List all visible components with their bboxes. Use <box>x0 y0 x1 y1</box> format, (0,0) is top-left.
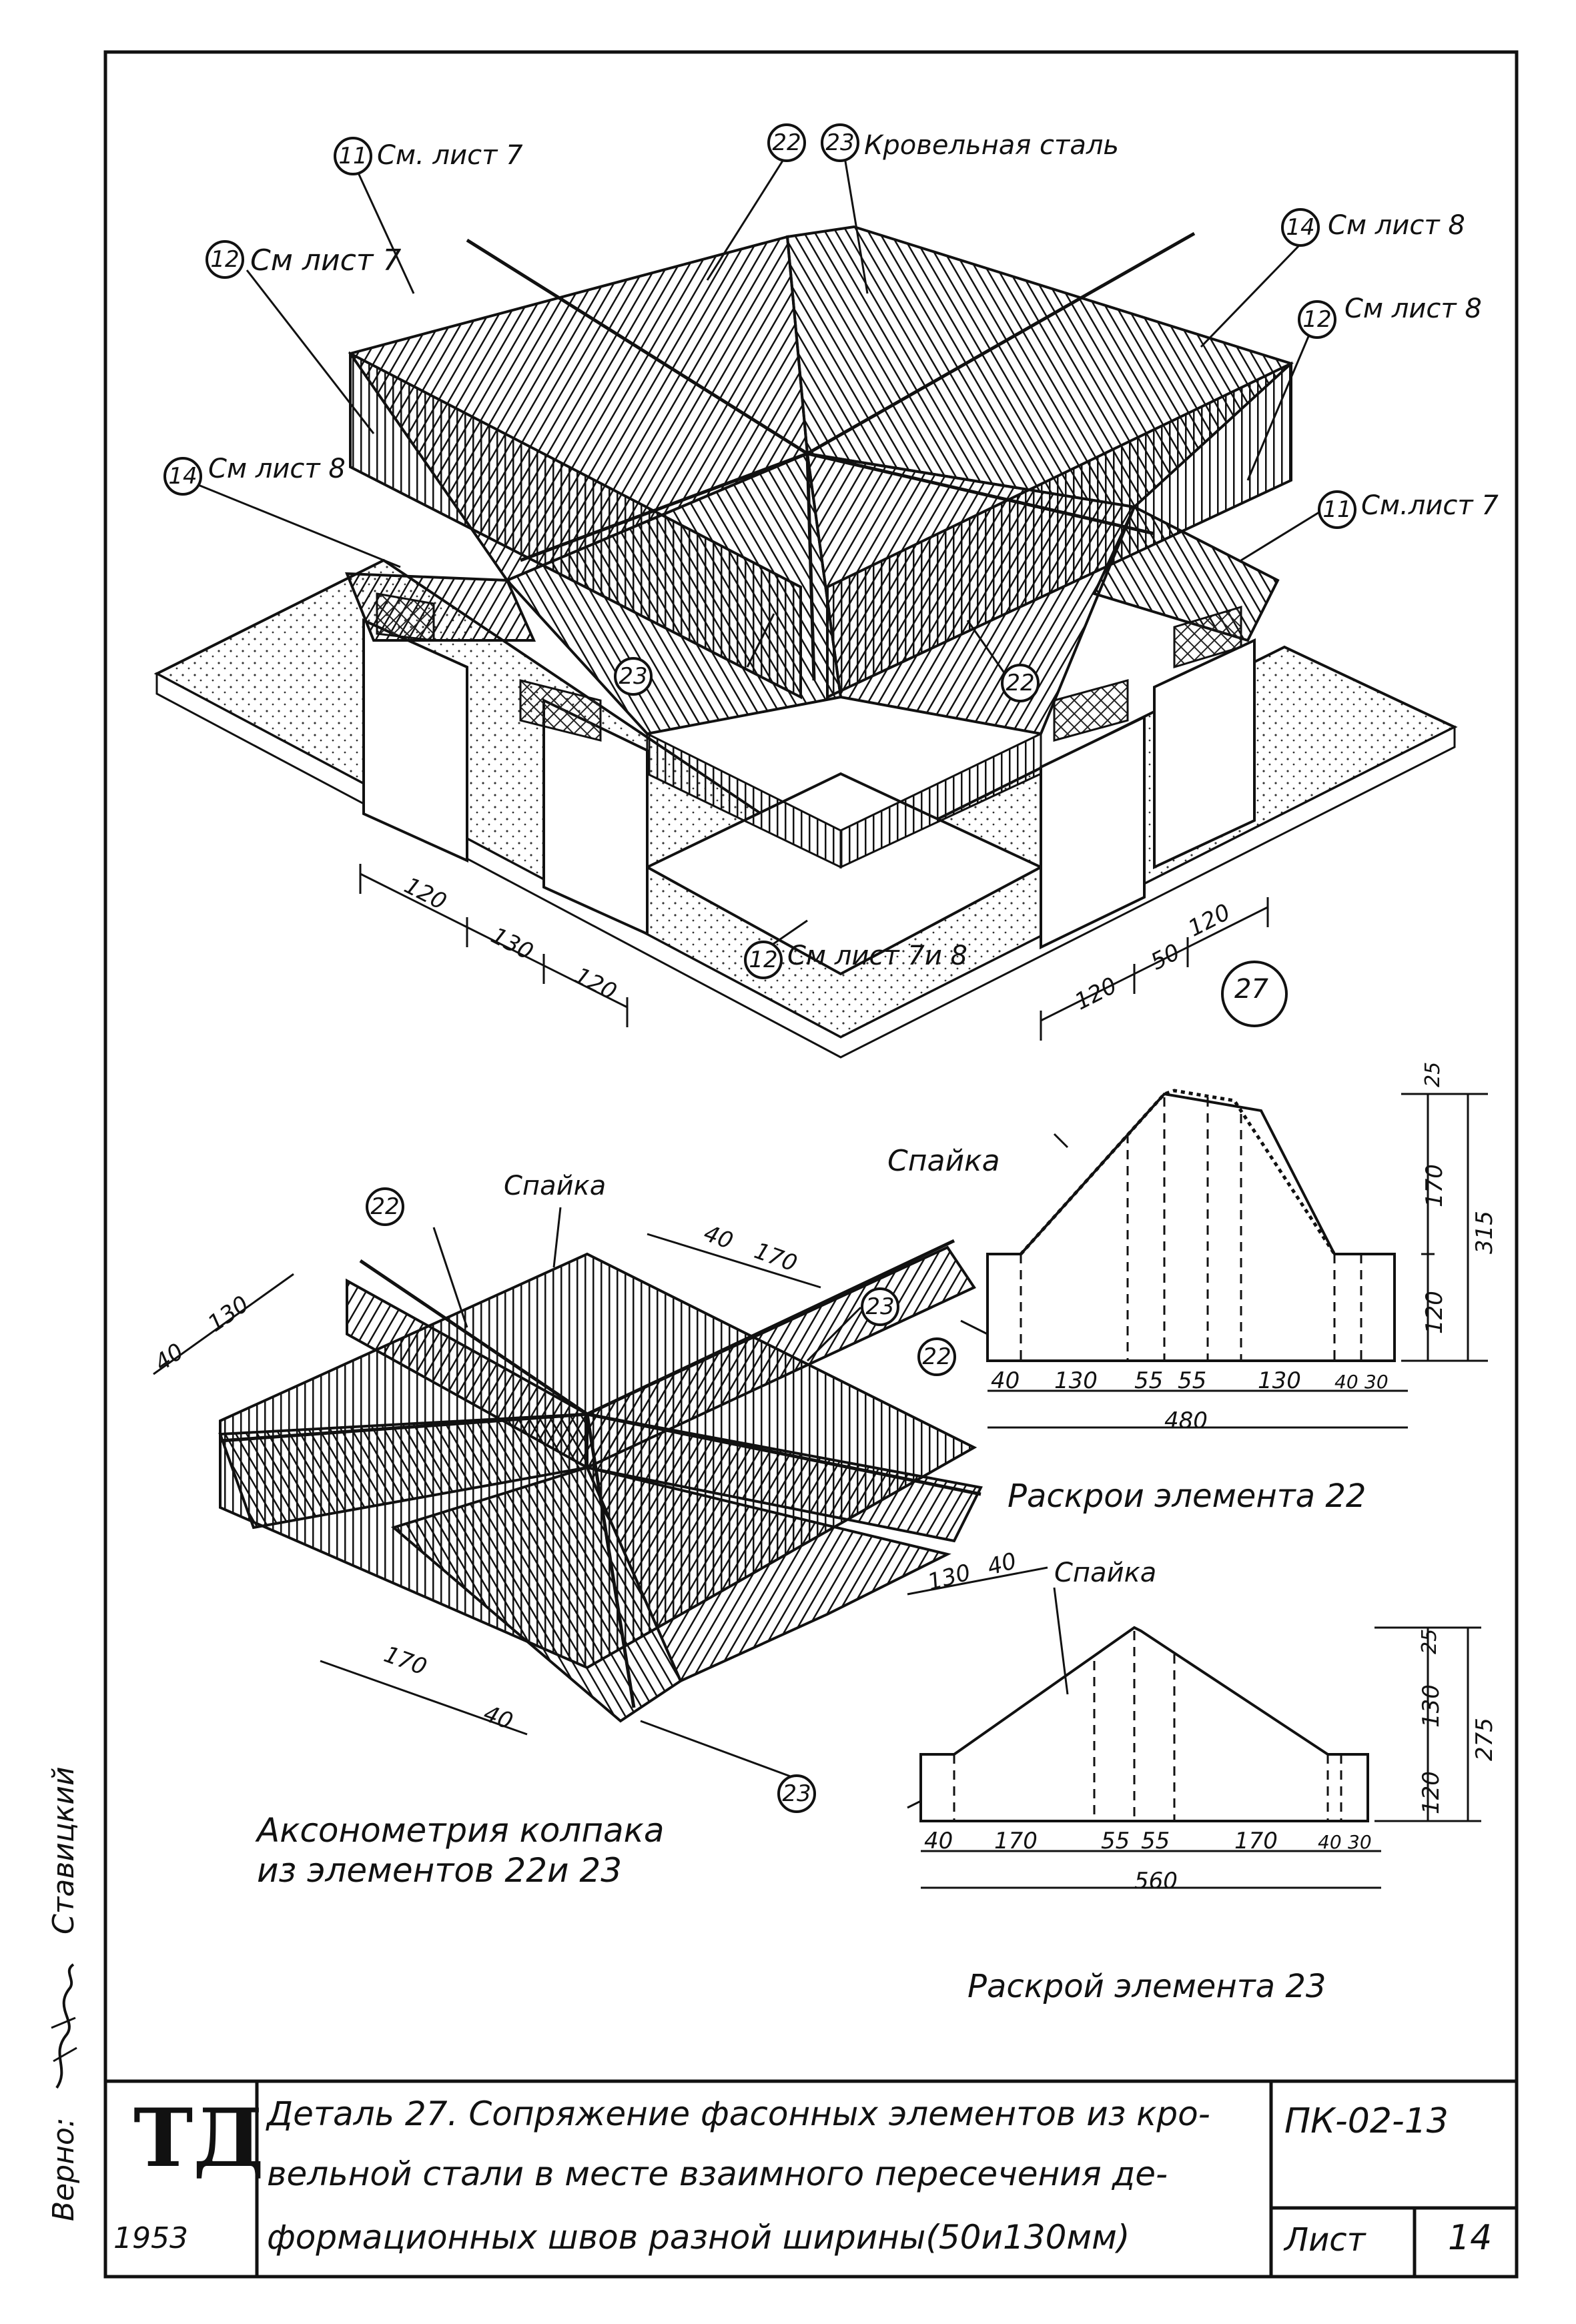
label-see-sheet-7-right: См.лист 7 <box>1361 490 1499 521</box>
dim-22-40-a: 40 <box>991 1367 1020 1394</box>
callout-22-top: 22 <box>767 123 806 162</box>
dim-23-130: 130 <box>1418 1684 1445 1728</box>
cap-axonometry <box>153 1207 1048 1779</box>
signature <box>51 1963 77 2089</box>
dim-23-55-b: 55 <box>1141 1828 1170 1854</box>
sheet-label: Лист <box>1284 2221 1366 2259</box>
callout-23-axon-a: 23 <box>861 1287 899 1326</box>
dim-23-total-275: 275 <box>1471 1718 1498 1761</box>
dim-23-120: 120 <box>1418 1771 1445 1814</box>
upper-isometric-drawing <box>153 153 1458 1059</box>
dim-23-40-a: 40 <box>924 1828 953 1854</box>
publisher-logo: ТД <box>133 2091 264 2185</box>
caption-element-23: Раскрой элемента 23 <box>967 1968 1326 2005</box>
callout-11-top: 11 <box>334 137 372 175</box>
element-23-pattern <box>907 1587 1481 1889</box>
detail-number: 27 <box>1234 974 1268 1005</box>
dim-22-130-a: 130 <box>1054 1367 1098 1394</box>
label-roofing-steel: Кровельная сталь <box>864 130 1119 161</box>
dim-22-30: 30 <box>1364 1371 1389 1393</box>
dim-22-total-480: 480 <box>1164 1407 1208 1434</box>
dim-22-25: 25 <box>1421 1061 1445 1087</box>
dim-23-55-a: 55 <box>1101 1828 1130 1854</box>
sheet-number: 14 <box>1448 2218 1493 2258</box>
callout-11-right: 11 <box>1318 490 1356 529</box>
callout-12-left: 12 <box>206 240 244 279</box>
label-solder-22: Спайка <box>887 1144 1000 1178</box>
label-see-sheet-8-right-2: См лист 8 <box>1344 294 1482 324</box>
dim-22-55-b: 55 <box>1178 1367 1207 1394</box>
label-see-sheet-8-right: См лист 8 <box>1328 210 1465 241</box>
callout-14-right: 14 <box>1281 208 1320 247</box>
title-line-3: формационных швов разной ширины(50и130мм… <box>267 2218 1130 2257</box>
dim-22-170: 170 <box>1421 1164 1448 1207</box>
callout-12-right: 12 <box>1298 300 1336 339</box>
label-see-sheet-8-left: См лист 8 <box>208 454 346 484</box>
callout-14-left: 14 <box>163 457 202 496</box>
dim-23-total-560: 560 <box>1134 1868 1178 1894</box>
title-block-lines <box>105 2079 1517 2277</box>
dim-22-40-b: 40 <box>1334 1371 1358 1393</box>
title-line-1: Деталь 27. Сопряжение фасонных элементов… <box>267 2095 1210 2133</box>
year: 1953 <box>113 2221 188 2255</box>
dim-22-55-a: 55 <box>1134 1367 1164 1394</box>
drawing-code: ПК-02-13 <box>1284 2101 1449 2141</box>
label-solder-23: Спайка <box>1054 1558 1157 1588</box>
callout-23-mid: 23 <box>614 657 653 696</box>
callout-12-bottom: 12 <box>744 941 783 979</box>
axonometry-caption-line-2: из элементов 22и 23 <box>257 1851 623 1890</box>
axonometry-caption-line-1: Аксонометрия колпака <box>257 1811 665 1850</box>
dim-22-130-b: 130 <box>1258 1367 1301 1394</box>
callout-22-pattern: 22 <box>917 1337 956 1376</box>
title-line-2: вельной стали в месте взаимного пересече… <box>267 2155 1168 2193</box>
verified-label: Верно: <box>47 2117 81 2221</box>
dim-23-30: 30 <box>1348 1831 1372 1853</box>
label-see-sheet-7-left: См лист 7 <box>250 243 402 277</box>
dim-23-40-b: 40 <box>1318 1831 1342 1853</box>
sheet-border <box>103 50 1519 2279</box>
dim-22-total-315: 315 <box>1471 1211 1498 1254</box>
element-22-pattern <box>960 1089 1488 1429</box>
callout-23-top: 23 <box>821 123 859 162</box>
label-solder-axon: Спайка <box>504 1171 607 1201</box>
callout-22-mid: 22 <box>1001 664 1040 702</box>
caption-element-22: Раскрои элемента 22 <box>1008 1478 1366 1515</box>
label-see-sheet-7-top: См. лист 7 <box>377 140 523 171</box>
dim-23-170-b: 170 <box>1234 1828 1278 1854</box>
dim-23-25: 25 <box>1418 1628 1441 1654</box>
signer-name: Ставицкий <box>47 1766 81 1934</box>
callout-23-axon-b: 23 <box>777 1774 816 1813</box>
callout-22-axon: 22 <box>366 1187 404 1226</box>
dim-22-120: 120 <box>1421 1291 1448 1334</box>
label-see-sheets-7-8: См лист 7и 8 <box>787 941 967 971</box>
dim-23-170-a: 170 <box>994 1828 1038 1854</box>
